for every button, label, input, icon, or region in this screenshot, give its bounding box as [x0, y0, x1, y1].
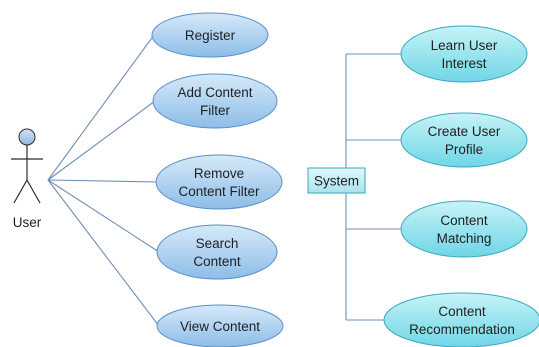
actor-connector-3 — [47, 179, 159, 183]
system-use-case-label: Interest — [441, 56, 486, 71]
user-use-case-label: Register — [185, 28, 236, 43]
system-use-case-ellipse — [400, 112, 528, 168]
user-use-case-5: View Content — [156, 304, 284, 347]
system-use-case-label: Content — [440, 213, 488, 228]
system-node: System — [307, 167, 366, 194]
actor-left-leg — [13, 179, 28, 204]
actor-head — [18, 128, 36, 146]
user-use-case-label: View Content — [180, 319, 260, 334]
actor-label: User — [13, 215, 42, 230]
system-use-case-label: Content — [438, 304, 486, 319]
system-use-case-label: Learn User — [431, 38, 498, 53]
system-use-case-label: Profile — [445, 142, 483, 157]
user-use-case-ellipse — [152, 73, 278, 129]
user-use-case-ellipse — [151, 12, 269, 58]
system-use-case-ellipse — [400, 25, 528, 83]
system-label: System — [314, 174, 359, 189]
system-use-case-ellipse — [400, 200, 528, 258]
user-use-case-label: Search — [196, 236, 239, 251]
user-use-case-ellipse — [156, 224, 278, 280]
user-use-case-label: Content — [193, 254, 241, 269]
user-use-case-label: Filter — [200, 103, 231, 118]
user-use-case-ellipse — [156, 304, 284, 347]
actor-right-leg — [26, 179, 41, 204]
system-use-case-label: Recommendation — [409, 322, 515, 337]
actor-user: User — [11, 128, 43, 230]
actor-connector-1 — [47, 34, 155, 181]
system-box — [307, 167, 366, 194]
actor-connector-5 — [47, 179, 160, 327]
actor-connector-2 — [47, 100, 156, 181]
user-use-case-label: Remove — [194, 166, 244, 181]
system-use-case-label: Create User — [428, 124, 501, 139]
user-use-case-ellipse — [155, 154, 283, 210]
user-use-case-1: Register — [151, 12, 269, 58]
system-use-case-ellipse — [383, 292, 539, 347]
actor-connector-4 — [47, 179, 160, 253]
system-use-case-label: Matching — [437, 231, 492, 246]
user-use-case-label: Add Content — [177, 85, 252, 100]
user-use-case-label: Content Filter — [178, 184, 260, 199]
